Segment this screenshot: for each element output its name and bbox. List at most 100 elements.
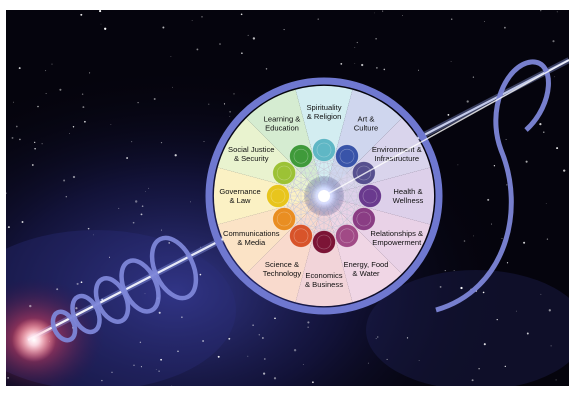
star (108, 256, 111, 258)
star (317, 18, 319, 20)
star (45, 70, 47, 72)
star (377, 336, 379, 338)
segment-label-line: & Law (229, 196, 251, 205)
node-pattern (293, 228, 309, 244)
star (158, 311, 161, 314)
star (273, 377, 277, 380)
star (554, 76, 556, 78)
star (135, 200, 138, 203)
star (31, 164, 34, 166)
segment-label-line: Environment & (372, 145, 422, 154)
segment-label-line: Science & (265, 260, 299, 269)
star (161, 229, 163, 231)
star (550, 345, 552, 347)
segment-label-line: Technology (263, 269, 302, 278)
star (118, 207, 120, 209)
star (241, 52, 243, 55)
star (252, 324, 254, 326)
star (202, 340, 205, 342)
segment-node (351, 161, 376, 185)
star (89, 72, 91, 74)
star (137, 101, 139, 104)
star (504, 365, 506, 368)
star (18, 67, 21, 70)
star (233, 93, 235, 95)
segment-label-line: Health & (393, 187, 422, 196)
node-pattern (276, 165, 292, 181)
star (463, 240, 466, 242)
star (402, 15, 404, 16)
star (526, 332, 529, 335)
segment-label: Energy, Food& Water (343, 260, 388, 278)
star (375, 338, 377, 340)
star (11, 136, 14, 139)
star (219, 43, 221, 45)
star (312, 381, 314, 384)
center-flare (318, 190, 330, 202)
star (274, 317, 276, 320)
star (69, 133, 70, 134)
star (545, 203, 547, 204)
star (171, 385, 173, 386)
node-pattern (270, 188, 286, 204)
star (104, 27, 107, 30)
star (340, 62, 343, 65)
star (525, 160, 528, 163)
star (263, 372, 266, 375)
star (199, 246, 201, 248)
star (386, 358, 388, 360)
star (84, 120, 86, 123)
star (80, 281, 83, 284)
web-line (300, 155, 371, 197)
star (181, 316, 183, 318)
star (126, 157, 129, 159)
star (162, 26, 165, 29)
star (41, 143, 43, 145)
node-pattern (356, 211, 372, 227)
star (51, 63, 53, 65)
star (483, 343, 486, 346)
star (80, 13, 83, 16)
star (174, 154, 177, 157)
segment-label-line: Social Justice (228, 145, 274, 154)
star (153, 98, 156, 100)
segment-node (358, 184, 382, 208)
star (34, 148, 36, 150)
segment-label: Economics& Business (305, 271, 343, 289)
star (160, 358, 162, 361)
star (196, 48, 199, 51)
star (354, 47, 356, 48)
star (75, 307, 78, 310)
star (228, 337, 231, 340)
star (101, 379, 103, 382)
star (7, 226, 10, 229)
star (93, 234, 94, 236)
star (515, 310, 517, 312)
segment-node (335, 144, 359, 169)
star (139, 341, 142, 344)
star (439, 285, 442, 288)
star (81, 93, 84, 95)
star (548, 309, 551, 312)
spiral-coil (50, 59, 551, 343)
star (72, 126, 75, 128)
segment-label: Relationships &Empowerment (370, 229, 423, 247)
segment-label: Health &Wellness (393, 187, 424, 205)
segment-label: Social Justice& Security (228, 145, 274, 163)
star (361, 63, 364, 67)
star (460, 286, 463, 290)
star (133, 364, 135, 366)
segment-node (312, 230, 336, 254)
star (490, 223, 493, 225)
star (354, 63, 356, 64)
star (375, 38, 377, 40)
light-flare (12, 318, 56, 362)
star (382, 10, 384, 12)
star (447, 114, 450, 116)
segment-label-line: Education (265, 123, 299, 132)
star (199, 273, 202, 276)
star (63, 179, 66, 182)
